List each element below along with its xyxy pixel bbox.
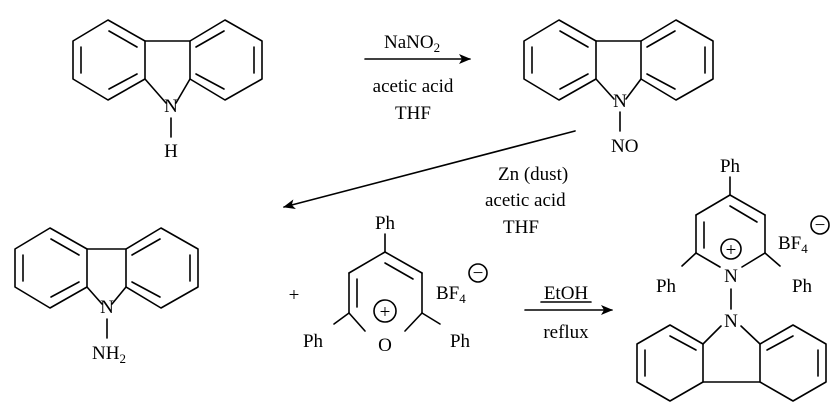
atom-n: N: [164, 96, 178, 117]
phenyl-label-right: Ph: [792, 276, 813, 297]
negative-charge-sign: −: [815, 215, 826, 236]
condition-zn-dust: Zn (dust): [498, 164, 568, 185]
pyridinium-carbazole-product-molecule: Ph + N Ph Ph BF4 − N: [636, 156, 830, 402]
n-nitrosocarbazole-molecule: N NO: [523, 19, 714, 157]
negative-charge-sign: −: [473, 263, 484, 284]
step1-arrow-group: NaNO2 acetic acid THF: [364, 32, 471, 124]
phenyl-label-top: Ph: [720, 156, 741, 177]
phenyl-label-right: Ph: [450, 331, 471, 352]
condition-thf-1: THF: [395, 103, 431, 124]
condition-acetic-acid-2: acetic acid: [485, 190, 566, 211]
step3-arrow-group: EtOH reflux: [524, 283, 613, 343]
step2-arrow-group: Zn (dust) acetic acid THF: [283, 130, 576, 238]
phenyl-label-left: Ph: [303, 331, 324, 352]
positive-charge-icon: [373, 299, 397, 323]
atom-no: NO: [611, 136, 638, 157]
phenyl-label-left: Ph: [656, 276, 677, 297]
condition-thf-2: THF: [503, 217, 539, 238]
carbazole-molecule: N H: [72, 19, 263, 162]
negative-charge-icon: [468, 263, 488, 283]
counterion-bf4: BF4: [778, 233, 808, 256]
condition-acetic-acid-1: acetic acid: [373, 76, 454, 97]
atom-nh2: NH2: [92, 343, 126, 366]
positive-charge-sign: +: [726, 240, 737, 261]
n-aminocarbazole-molecule: N NH2: [14, 227, 199, 366]
atom-n-pyridinium: N: [724, 266, 738, 287]
atom-n-carbazole: N: [724, 311, 738, 332]
positive-charge-icon: [720, 238, 742, 260]
atom-n: N: [613, 91, 627, 112]
reaction-arrow-2: [283, 130, 576, 210]
atom-h: H: [164, 141, 178, 162]
condition-reflux: reflux: [543, 322, 589, 343]
negative-charge-icon: [810, 215, 830, 235]
reagent-nano2: NaNO2: [384, 32, 440, 55]
plus-sign: +: [289, 285, 300, 306]
atom-o: O: [378, 335, 392, 356]
counterion-bf4: BF4: [436, 283, 466, 306]
phenyl-label-top: Ph: [375, 213, 396, 234]
positive-charge-sign: +: [380, 302, 391, 323]
reagent-etoh: EtOH: [544, 283, 589, 304]
atom-n: N: [100, 297, 114, 318]
triphenylpyrylium-tetrafluoroborate-molecule: Ph O + Ph Ph BF4 −: [303, 213, 488, 356]
